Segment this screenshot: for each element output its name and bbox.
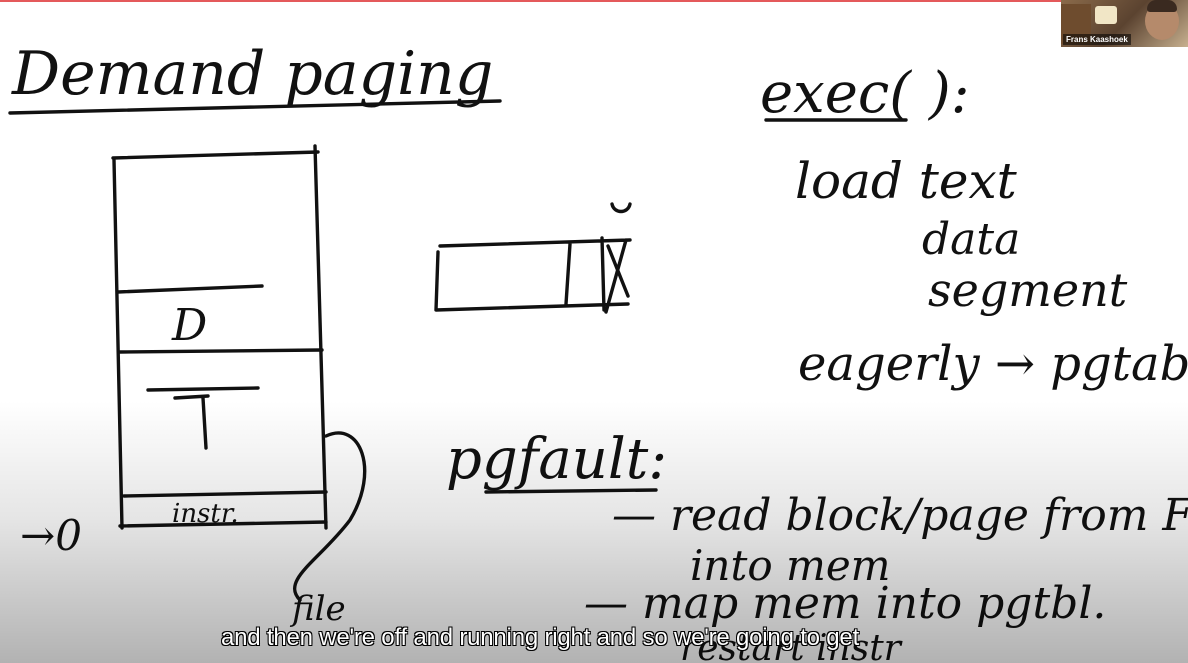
exec-line-4: eagerly → pgtable	[798, 336, 1188, 392]
instr-label: instr.	[172, 499, 239, 529]
exec-line-2: data	[922, 214, 1020, 265]
pgfault-step-2: into mem	[690, 541, 891, 590]
exec-heading: exec( ):	[760, 61, 970, 126]
data-segment-label: D	[171, 300, 207, 351]
memory-box-top	[111, 150, 320, 160]
memory-divider-1	[116, 284, 264, 294]
exec-line-1: load text	[795, 152, 1018, 210]
pgfault-underline	[484, 488, 658, 494]
webcam-person-hair	[1147, 0, 1177, 12]
file-link-curve	[292, 431, 367, 602]
webcam-background-lamp	[1095, 6, 1117, 24]
memory-divider-4	[122, 490, 328, 498]
exec-line-3: segment	[928, 263, 1128, 317]
memory-box-left	[112, 158, 124, 530]
pgfault-step-4: restart instr	[680, 628, 903, 663]
subtitle-caption: and then we're off and running right and…	[220, 623, 860, 651]
memory-divider-3	[146, 386, 260, 392]
title-underline	[8, 99, 502, 115]
page-table-entry	[434, 202, 632, 314]
memory-divider-2	[118, 348, 324, 354]
webcam-thumbnail[interactable]: Frans Kaashoek	[1061, 0, 1188, 47]
memory-box-right	[313, 144, 328, 530]
pgfault-step-3: — map mem into pgtbl.	[584, 578, 1106, 629]
top-accent-line	[0, 0, 1188, 2]
webcam-name-label: Frans Kaashoek	[1063, 34, 1131, 45]
pgfault-heading: pgfault:	[446, 427, 667, 492]
pgfault-step-1: — read block/page from F	[612, 490, 1188, 541]
board-title: Demand paging	[11, 39, 493, 109]
text-segment-mark	[173, 394, 210, 450]
memory-divider-5	[118, 520, 328, 528]
zero-arrow-mark: →0	[20, 511, 82, 560]
file-label: file	[289, 589, 346, 629]
